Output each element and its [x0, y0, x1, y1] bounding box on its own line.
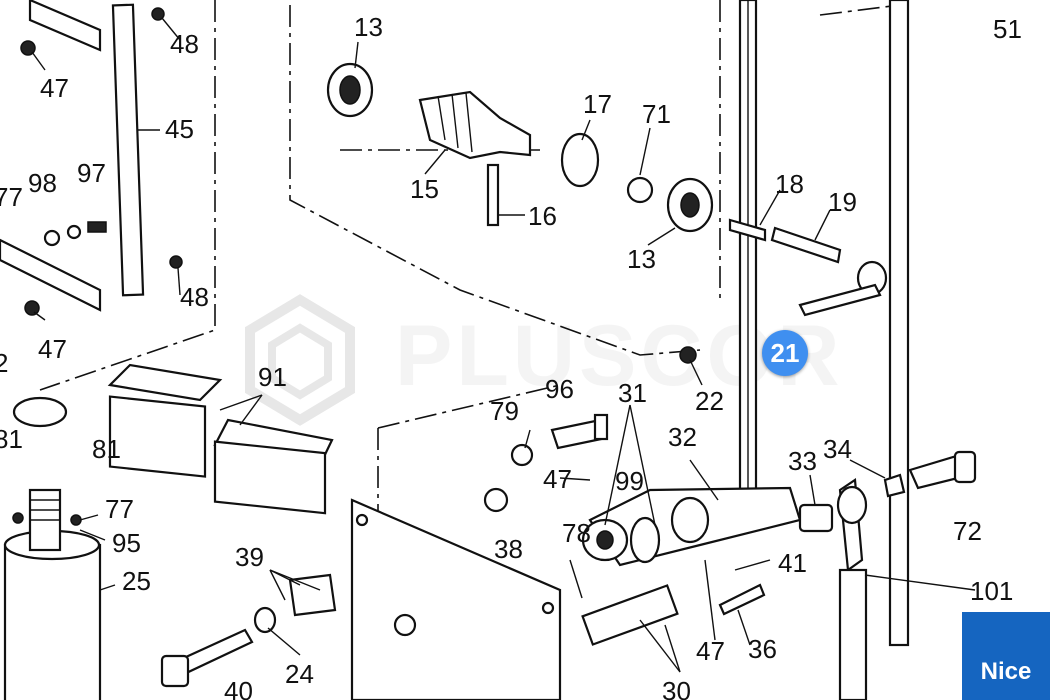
label-48-top: 48 — [170, 29, 199, 59]
label-36: 36 — [748, 634, 777, 664]
mounting-plate — [350, 498, 562, 700]
label-41: 41 — [778, 548, 807, 578]
leader-lines — [31, 17, 976, 673]
label-101: 101 — [970, 576, 1013, 606]
label-51: 51 — [993, 14, 1022, 44]
label-95: 95 — [112, 528, 141, 558]
label-24: 24 — [285, 659, 314, 689]
label-30: 30 — [662, 676, 691, 700]
label-47-top: 47 — [40, 73, 69, 103]
label-13-top: 13 — [354, 12, 383, 42]
label-97: 97 — [77, 158, 106, 188]
label-81-right: 81 — [92, 434, 121, 464]
label-15: 15 — [410, 174, 439, 204]
cam-assembly — [483, 443, 834, 646]
label-13-bottom: 13 — [627, 244, 656, 274]
label-2: 2 — [0, 348, 8, 378]
label-96: 96 — [545, 374, 574, 404]
label-22: 22 — [695, 386, 724, 416]
label-31: 31 — [618, 378, 647, 408]
label-71: 71 — [642, 99, 671, 129]
label-79: 79 — [490, 396, 519, 426]
worm-gear-assembly — [326, 62, 888, 364]
label-16: 16 — [528, 201, 557, 231]
label-32: 32 — [668, 422, 697, 452]
highlight-badge[interactable]: 21 — [762, 330, 808, 376]
label-72: 72 — [953, 516, 982, 546]
top-left-bracket — [0, 0, 183, 316]
label-19: 19 — [828, 187, 857, 217]
label-18: 18 — [775, 169, 804, 199]
label-25: 25 — [122, 566, 151, 596]
label-40: 40 — [224, 676, 253, 700]
label-91: 91 — [258, 362, 287, 392]
part-labels: 51 13 15 17 71 16 18 19 13 48 47 45 98 9… — [0, 12, 1022, 700]
label-47-cam: 47 — [543, 464, 572, 494]
label-48-bottom: 48 — [180, 282, 209, 312]
label-45: 45 — [165, 114, 194, 144]
brand-logo: Nice — [962, 612, 1050, 700]
label-78: 78 — [562, 518, 591, 548]
label-77-top: 77 — [0, 182, 23, 212]
label-99: 99 — [615, 466, 644, 496]
label-33: 33 — [788, 446, 817, 476]
label-77-bottom: 77 — [105, 494, 134, 524]
label-17: 17 — [583, 89, 612, 119]
label-39: 39 — [235, 542, 264, 572]
label-34: 34 — [823, 434, 852, 464]
label-98: 98 — [28, 168, 57, 198]
fasteners — [160, 413, 977, 700]
switch-boxes — [107, 363, 334, 515]
label-38: 38 — [494, 534, 523, 564]
label-47-bottom: 47 — [696, 636, 725, 666]
motor-cylinder — [3, 396, 102, 700]
label-81-left: 81 — [0, 424, 23, 454]
label-47-mid: 47 — [38, 334, 67, 364]
